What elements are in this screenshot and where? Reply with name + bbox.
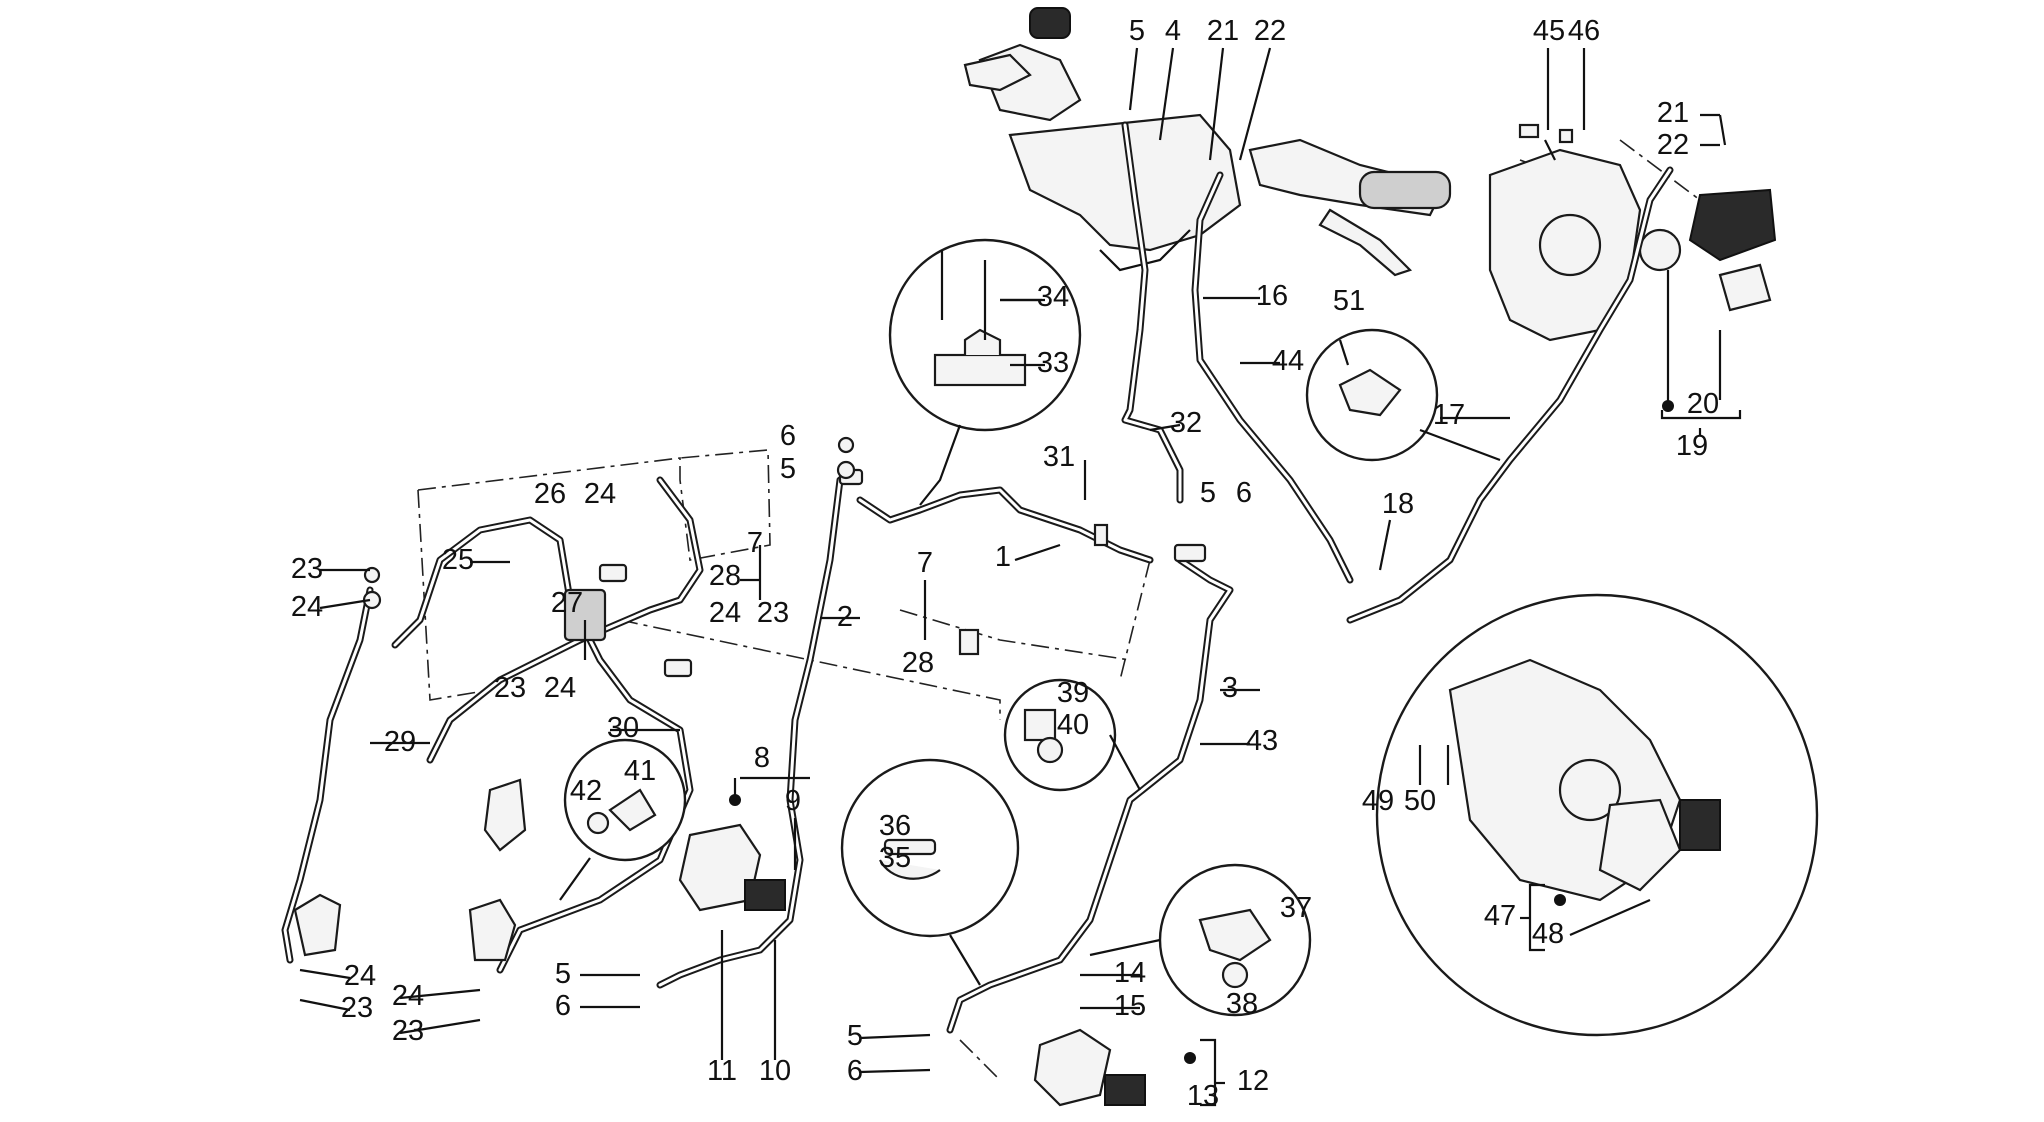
part-label-l5c: 5 (780, 453, 796, 485)
part-label-l42: 42 (570, 775, 602, 807)
part-label-l17: 17 (1433, 399, 1465, 431)
part-label-l35: 35 (879, 842, 911, 874)
handlebar-assembly (963, 7, 1452, 277)
detail-circle-hose-clip (840, 758, 1020, 986)
part-label-l18: 18 (1382, 488, 1414, 520)
part-label-l5a: 5 (1129, 15, 1145, 47)
part-label-l2: 2 (837, 601, 853, 633)
part-label-l44: 44 (1272, 345, 1304, 377)
part-label-l37: 37 (1280, 892, 1312, 924)
part-label-l10: 10 (759, 1055, 791, 1087)
part-label-l6d: 6 (847, 1055, 863, 1087)
part-label-l36: 36 (879, 810, 911, 842)
part-label-l14: 14 (1114, 957, 1146, 989)
part-label-l50: 50 (1404, 785, 1436, 817)
part-label-l16: 16 (1256, 280, 1288, 312)
part-label-l23e: 23 (392, 1015, 424, 1047)
part-label-l22a: 22 (1254, 15, 1286, 47)
part-label-l39: 39 (1057, 677, 1089, 709)
part-label-l28a: 28 (709, 560, 741, 592)
part-label-l23b: 23 (291, 553, 323, 585)
part-label-l15: 15 (1114, 990, 1146, 1022)
part-label-l1: 1 (995, 541, 1011, 573)
part-label-l9: 9 (785, 785, 801, 817)
detail-circle-caliper (1375, 593, 1819, 1037)
part-label-l25: 25 (442, 544, 474, 576)
assembly-guide-lines (417, 139, 1701, 1081)
part-label-l12: 12 (1237, 1065, 1269, 1097)
part-label-l4: 4 (1165, 15, 1181, 47)
abs-modulators (293, 588, 607, 962)
part-label-l11: 11 (707, 1055, 737, 1087)
part-label-l6c: 6 (555, 990, 571, 1022)
part-label-l30: 30 (607, 712, 639, 744)
part-label-l46: 46 (1568, 15, 1600, 47)
part-label-l48: 48 (1532, 918, 1564, 950)
part-label-l43: 43 (1246, 725, 1278, 757)
detail-circle-abs-bracket (559, 738, 687, 901)
front-caliper-mount (1488, 114, 1777, 342)
part-label-l40: 40 (1057, 709, 1089, 741)
detail-circle-clip (1305, 328, 1501, 462)
detail-circle-grommet (1003, 678, 1141, 792)
part-label-l32: 32 (1170, 407, 1202, 439)
part-label-l33: 33 (1037, 347, 1069, 379)
part-label-l13: 13 (1187, 1080, 1219, 1112)
part-label-l7b: 7 (917, 547, 933, 579)
part-label-l38: 38 (1226, 988, 1258, 1020)
part-label-l3: 3 (1222, 672, 1238, 704)
part-label-l24f: 24 (392, 980, 424, 1012)
part-label-l8: 8 (754, 742, 770, 774)
part-label-l28b: 28 (902, 647, 934, 679)
part-label-l23d: 23 (341, 992, 373, 1024)
detail-circle-clamp (1089, 863, 1312, 1017)
part-label-l5b: 5 (1200, 477, 1216, 509)
part-label-l47: 47 (1484, 900, 1516, 932)
part-label-l24d: 24 (544, 672, 576, 704)
part-label-l27: 27 (551, 587, 583, 619)
part-label-l23a: 23 (757, 597, 789, 629)
leader-lines (299, 47, 1742, 1107)
part-label-l34: 34 (1037, 281, 1069, 313)
part-label-l45: 45 (1533, 15, 1565, 47)
part-label-l19: 19 (1676, 430, 1708, 462)
part-label-l5e: 5 (847, 1020, 863, 1052)
part-label-l41: 41 (624, 755, 656, 787)
part-label-l6b: 6 (780, 420, 796, 452)
part-label-l20: 20 (1687, 388, 1719, 420)
part-label-l49: 49 (1362, 785, 1394, 817)
part-label-l26: 26 (534, 478, 566, 510)
part-label-l24a: 24 (584, 478, 616, 510)
part-label-l24c: 24 (291, 591, 323, 623)
part-label-l23c: 23 (494, 672, 526, 704)
detail-circle-bracket (888, 238, 1082, 506)
part-label-l51: 51 (1333, 285, 1365, 317)
part-label-l6a: 6 (1236, 477, 1252, 509)
part-label-l24e: 24 (344, 960, 376, 992)
part-label-l29: 29 (384, 726, 416, 758)
part-label-l31: 31 (1043, 441, 1075, 473)
part-label-l5d: 5 (555, 958, 571, 990)
part-label-l24b: 24 (709, 597, 741, 629)
fittings (362, 123, 1574, 678)
part-label-l7a: 7 (747, 527, 763, 559)
part-label-l22b: 22 (1657, 129, 1689, 161)
part-label-l21b: 21 (1657, 97, 1689, 129)
part-label-l21a: 21 (1207, 15, 1239, 47)
rear-caliper (678, 823, 1146, 1107)
